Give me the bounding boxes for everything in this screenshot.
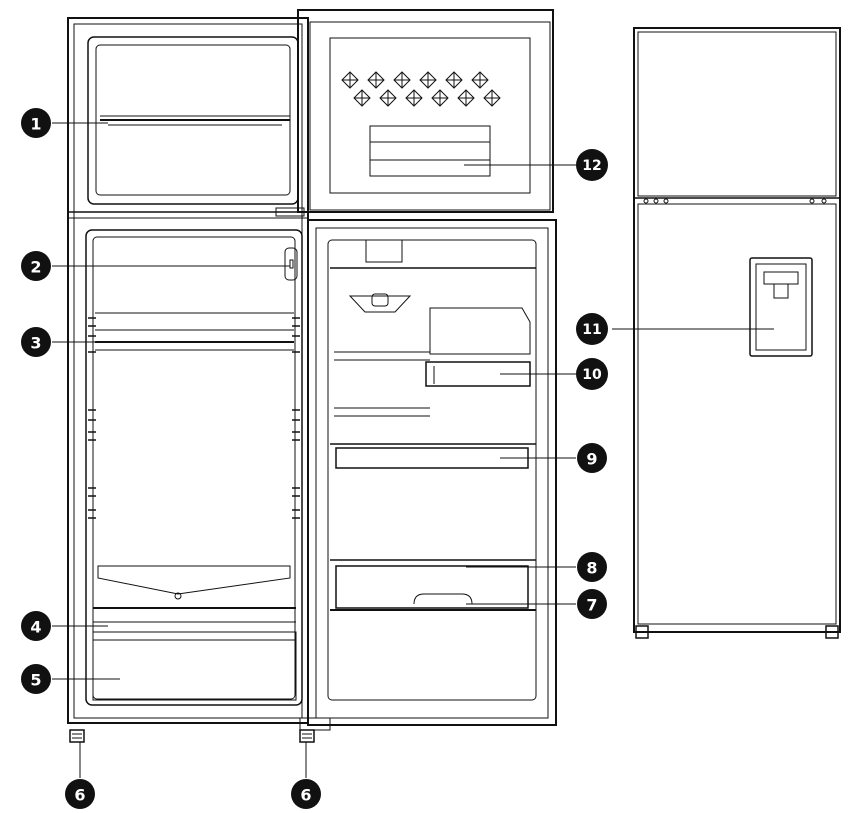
callout-number: 2 (30, 258, 41, 277)
ice-cube-cell (341, 71, 359, 89)
ice-cube-cell (419, 71, 437, 89)
ice-cube-cell (405, 89, 423, 107)
callout-badge (577, 589, 607, 619)
leader-lines (52, 122, 774, 778)
ice-cube-cell (379, 89, 397, 107)
ice-cube-cell (353, 89, 371, 107)
callout-door-bottle-retainer: 7 (577, 589, 607, 619)
callout-badge (577, 552, 607, 582)
callout-badge (21, 327, 51, 357)
callout-badge (21, 611, 51, 641)
lamp (284, 247, 298, 281)
callout-number: 5 (30, 671, 41, 690)
callout-badge (576, 149, 608, 181)
fridge-door (307, 219, 557, 726)
closed-fridge (633, 27, 841, 639)
callout-number: 6 (74, 786, 85, 805)
callout-crisper-drawer: 5 (21, 664, 51, 694)
fridge-shelf (95, 312, 294, 351)
callout-number: 6 (300, 786, 311, 805)
egg-holder (330, 239, 536, 313)
callout-badge (576, 358, 608, 390)
door-bottom-bin (330, 559, 536, 609)
ice-cube-cell (393, 71, 411, 89)
callout-badge (21, 251, 51, 281)
callout-water-dispenser: 11 (576, 313, 608, 345)
callout-badge (21, 664, 51, 694)
callout-number: 8 (586, 559, 597, 578)
callout-ice-tray: 12 (576, 149, 608, 181)
door-middle-bin (330, 443, 536, 469)
callout-freezer-shelf: 1 (21, 108, 51, 138)
callout-number: 9 (586, 450, 597, 469)
ice-tray (341, 71, 501, 177)
ice-cube-cell (471, 71, 489, 89)
callout-number: 12 (582, 158, 601, 174)
callout-lamp: 2 (21, 251, 51, 281)
shelf-supports (88, 317, 300, 519)
ice-cube-cell (457, 89, 475, 107)
callout-badge (65, 779, 95, 809)
door-hinge (275, 207, 331, 731)
callout-number: 1 (30, 115, 41, 134)
callout-number: 3 (30, 334, 41, 353)
adjustable-foot-right (299, 729, 315, 743)
callout-number: 7 (586, 596, 597, 615)
ice-cube-cell (367, 71, 385, 89)
ice-cube-cell (483, 89, 501, 107)
callout-badge (21, 108, 51, 138)
crisper-drawer (92, 631, 297, 701)
adjustable-foot (69, 729, 85, 743)
callout-door-upper-bin: 10 (576, 358, 608, 390)
callout-door-bottom-bin: 8 (577, 552, 607, 582)
freezer-shelf (100, 115, 290, 126)
freezer-door (297, 9, 554, 213)
door-upper-bin (334, 307, 531, 417)
callout-badge (577, 443, 607, 473)
callout-badge (291, 779, 321, 809)
ice-cube-cell (445, 71, 463, 89)
callout-adjustable-foot-right: 6 (291, 779, 321, 809)
callout-door-middle-bin: 9 (577, 443, 607, 473)
callout-number: 4 (30, 618, 41, 637)
crisper-cover (93, 565, 296, 623)
callout-number: 11 (582, 322, 601, 338)
callout-badge (576, 313, 608, 345)
fridge-compartment (85, 229, 303, 706)
water-dispenser (749, 257, 813, 357)
ice-cube-cell (431, 89, 449, 107)
callout-number: 10 (582, 367, 602, 383)
callout-fridge-shelf: 3 (21, 327, 51, 357)
callout-crisper-cover: 4 (21, 611, 51, 641)
callout-adjustable-foot: 6 (65, 779, 95, 809)
cabinet-body (67, 17, 309, 724)
door-bottle-retainer (330, 593, 536, 611)
